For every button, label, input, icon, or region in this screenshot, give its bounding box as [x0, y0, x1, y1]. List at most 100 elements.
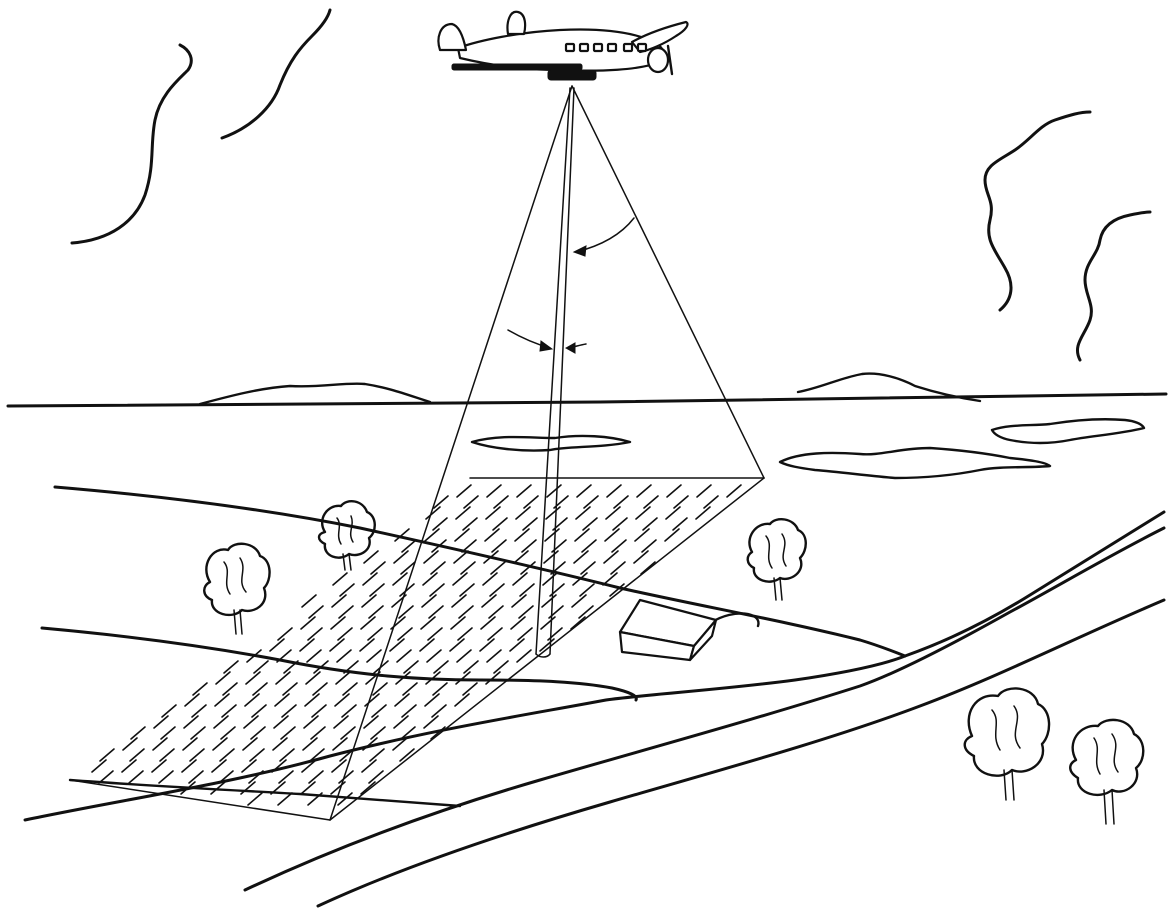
hatch-stroke — [364, 716, 378, 728]
hatch-stroke — [453, 573, 467, 585]
hatch-stroke — [314, 661, 328, 673]
road-main-lower-2 — [318, 600, 1164, 906]
hatch-stroke — [216, 672, 230, 684]
airplane-windows — [566, 44, 646, 51]
hatch-stroke — [212, 760, 226, 772]
tree-3 — [748, 519, 806, 600]
hatch-stroke — [331, 782, 345, 794]
building — [620, 600, 716, 660]
hatch-stroke — [183, 738, 197, 750]
hatch-stroke — [401, 562, 415, 574]
hatch-stroke — [154, 716, 168, 728]
hatch-stroke — [541, 617, 555, 629]
hatch-stroke — [613, 518, 627, 530]
hatch-stroke — [361, 782, 375, 794]
hatch-stroke — [342, 705, 356, 717]
hatch-stroke — [363, 573, 377, 585]
hatch-stroke — [482, 595, 496, 607]
hatch-stroke — [422, 595, 436, 607]
hatch-stroke — [494, 661, 508, 673]
hatch-stroke — [332, 760, 346, 772]
hatch-stroke — [426, 507, 440, 519]
hatch-stroke — [666, 507, 680, 519]
hatch-stroke — [244, 716, 258, 728]
hatch-stroke — [603, 573, 617, 585]
hatch-stroke — [302, 760, 316, 772]
hatch-stroke — [542, 595, 556, 607]
hatch-stroke — [366, 672, 380, 684]
hatch-stroke — [374, 661, 388, 673]
hatch-stroke — [224, 661, 238, 673]
hatch-stroke — [574, 551, 588, 563]
hatch-stroke — [182, 760, 196, 772]
hatch-stroke — [364, 551, 378, 563]
hatch-stroke — [309, 771, 323, 783]
hatch-stroke — [159, 771, 173, 783]
scan-cone — [70, 86, 764, 820]
hatch-stroke — [190, 749, 204, 761]
hatch-stroke — [403, 683, 417, 695]
wide-angle-arrowhead — [574, 246, 586, 256]
hatch-stroke — [612, 540, 626, 552]
hatch-stroke — [421, 617, 435, 629]
hatch-stroke — [572, 595, 586, 607]
hatch-stroke — [547, 485, 561, 497]
hatch-stroke — [455, 529, 469, 541]
hatch-stroke — [486, 507, 500, 519]
hatch-stroke — [521, 562, 535, 574]
hatch-stroke — [429, 606, 443, 618]
hatch-stroke — [99, 771, 113, 783]
airplane-sensor-pod — [548, 70, 596, 80]
hatch-stroke — [339, 771, 353, 783]
hatch-stroke — [246, 672, 260, 684]
hatch-stroke — [494, 496, 508, 508]
hatch-stroke — [370, 584, 384, 596]
hatch-stroke — [491, 562, 505, 574]
hatch-stroke — [400, 584, 414, 596]
hatch-stroke — [308, 793, 322, 805]
hatch-stroke — [458, 628, 472, 640]
hatch-stroke — [275, 694, 289, 706]
hatch-stroke — [245, 694, 259, 706]
hatch-stroke — [551, 562, 565, 574]
hatch-stroke — [333, 573, 347, 585]
cloud-line-3 — [985, 112, 1090, 310]
hatch-stroke — [369, 771, 383, 783]
swath-outer-edge — [330, 478, 764, 820]
hatch-stroke — [480, 639, 494, 651]
hatch-stroke — [552, 540, 566, 552]
hatch-stroke — [433, 518, 447, 530]
hatch-stroke — [304, 716, 318, 728]
hatch-stroke — [122, 760, 136, 772]
narrow-angle-arrowhead-left — [540, 341, 552, 351]
hatch-stroke — [306, 672, 320, 684]
hatch-stroke — [303, 738, 317, 750]
hatch-stroke — [452, 595, 466, 607]
hatch-stroke — [493, 518, 507, 530]
hatch-stroke — [454, 551, 468, 563]
hatch-stroke — [370, 749, 384, 761]
hatch-stroke — [191, 727, 205, 739]
hatch-stroke — [343, 683, 357, 695]
hatch-stroke — [341, 727, 355, 739]
airplane-tail-fin — [439, 24, 467, 50]
hatch-stroke — [274, 716, 288, 728]
hatch-stroke — [432, 540, 446, 552]
hatch-stroke — [434, 496, 448, 508]
hatch-stroke — [330, 639, 344, 651]
hatch-stroke — [308, 628, 322, 640]
hatch-stroke — [214, 716, 228, 728]
hatch-stroke — [611, 562, 625, 574]
hatch-stroke — [553, 518, 567, 530]
hatch-stroke — [372, 705, 386, 717]
hatch-stroke — [577, 485, 591, 497]
hatch-stroke — [637, 485, 651, 497]
hatch-stroke — [642, 540, 656, 552]
clouds — [72, 10, 1150, 360]
hatch-stroke — [251, 727, 265, 739]
hatch-stroke — [425, 694, 439, 706]
hatch-stroke — [636, 507, 650, 519]
hatch-stroke — [340, 749, 354, 761]
hatch-stroke — [184, 716, 198, 728]
hatch-stroke — [607, 485, 621, 497]
